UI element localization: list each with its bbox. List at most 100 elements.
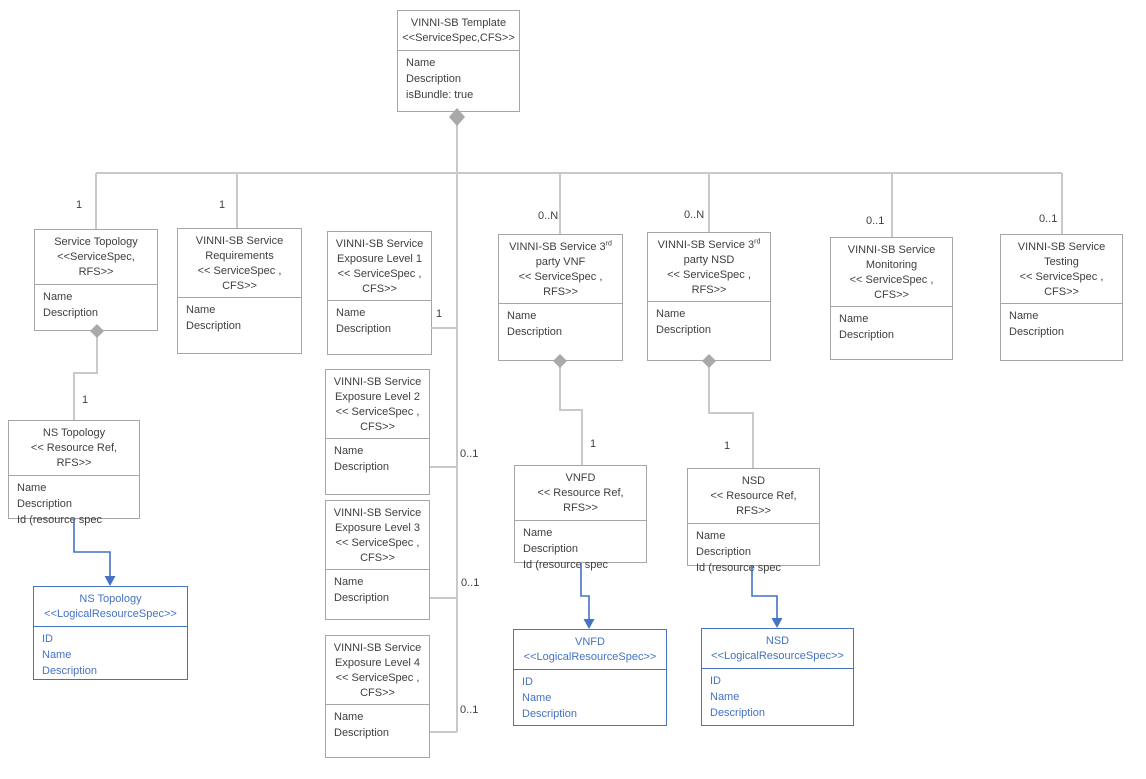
- uml-class-service-testing: VINNI-SB Service Testing << ServiceSpec …: [1000, 234, 1123, 361]
- uml-class-nsd-spec: NSD <<LogicalResourceSpec>> ID Name Desc…: [701, 628, 854, 726]
- class-stereotype: << Resource Ref, RFS>>: [30, 441, 118, 469]
- uml-class-third-party-vnf: VINNI-SB Service 3rd party VNF << Servic…: [498, 234, 623, 361]
- multiplicity-label: 1: [219, 199, 226, 211]
- class-attributes: ID Name Description: [34, 627, 187, 683]
- attribute: Description: [17, 497, 73, 510]
- arrowhead-nsspec: [104, 576, 116, 586]
- class-attributes: Name Description: [178, 298, 301, 338]
- class-attributes: Name Description: [326, 705, 429, 745]
- attribute: Description: [334, 727, 390, 740]
- class-stereotype: << Resource Ref, RFS>>: [537, 486, 624, 514]
- uml-class-service-monitoring: VINNI-SB Service Monitoring << ServiceSp…: [830, 237, 953, 360]
- attribute: Name: [336, 307, 366, 320]
- class-name: NS Topology: [42, 427, 106, 439]
- class-header: VNFD <<LogicalResourceSpec>>: [514, 630, 666, 670]
- attribute: Description: [334, 592, 390, 605]
- uml-class-ns-topology-ref: NS Topology << Resource Ref, RFS>> Name …: [8, 420, 140, 526]
- attribute: Name: [656, 308, 686, 321]
- attribute: Description: [334, 461, 390, 474]
- class-header: VINNI-SB Template <<ServiceSpec,CFS>>: [398, 11, 519, 51]
- class-header: VINNI-SB Service Testing << ServiceSpec …: [1001, 235, 1122, 305]
- attribute: isBundle: true: [406, 88, 474, 101]
- uml-class-exposure-level-3: VINNI-SB Service Exposure Level 3 << Ser…: [325, 500, 430, 620]
- attribute: Name: [406, 56, 436, 69]
- class-stereotype: << ServiceSpec , RFS>>: [667, 268, 751, 296]
- class-name: VINNI-SB Service Testing: [1017, 241, 1106, 268]
- attribute: Name: [523, 526, 553, 539]
- uml-class-vinni-sb-template: VINNI-SB Template <<ServiceSpec,CFS>> Na…: [397, 10, 520, 112]
- attribute: Name: [334, 711, 364, 724]
- class-name: Service Topology: [54, 236, 138, 248]
- attribute: Name: [839, 313, 869, 326]
- multiplicity-label: 1: [436, 308, 443, 320]
- class-stereotype: << ServiceSpec , CFS>>: [335, 671, 420, 699]
- class-name: VINNI-SB Service Exposure Level 2: [333, 376, 422, 403]
- class-stereotype: << ServiceSpec , CFS>>: [849, 273, 934, 301]
- uml-class-vnfd-spec: VNFD <<LogicalResourceSpec>> ID Name Des…: [513, 629, 667, 726]
- class-name: VINNI-SB Service 3rd party VNF: [509, 240, 612, 268]
- blue-arrowheads: [104, 576, 783, 629]
- class-attributes: Name Description Id (resource spec: [688, 524, 819, 580]
- class-name: NSD: [765, 635, 790, 647]
- class-attributes: Name Description Id (resource spec: [9, 476, 139, 532]
- attribute: Description: [523, 542, 579, 555]
- uml-class-service-requirements: VINNI-SB Service Requirements << Service…: [177, 228, 302, 354]
- attribute: Name: [1009, 310, 1039, 323]
- class-name: VNFD: [575, 636, 605, 648]
- class-header: VINNI-SB Service Monitoring << ServiceSp…: [831, 238, 952, 308]
- attribute: Description: [522, 707, 578, 720]
- uml-class-nsd-ref: NSD << Resource Ref, RFS>> Name Descript…: [687, 468, 820, 574]
- attribute: Description: [186, 320, 242, 333]
- class-name: VINNI-SB Service Requirements: [195, 235, 284, 262]
- multiplicity-label: 1: [82, 394, 89, 406]
- multiplicity-label: 0..N: [538, 210, 559, 222]
- class-attributes: Name Description: [831, 307, 952, 347]
- class-header: VINNI-SB Service 3rd party VNF << Servic…: [499, 235, 622, 305]
- class-attributes: Name Description: [499, 304, 622, 344]
- class-attributes: Name Description: [326, 439, 429, 479]
- class-attributes: Name Description: [35, 285, 157, 325]
- attribute: Name: [186, 304, 216, 317]
- attribute: Description: [336, 323, 392, 336]
- class-stereotype: <<LogicalResourceSpec>>: [44, 607, 177, 620]
- class-stereotype: <<ServiceSpec, RFS>>: [57, 250, 135, 278]
- uml-class-ns-topology-spec: NS Topology <<LogicalResourceSpec>> ID N…: [33, 586, 188, 680]
- attribute: Name: [507, 310, 537, 323]
- uml-class-exposure-level-2: VINNI-SB Service Exposure Level 2 << Ser…: [325, 369, 430, 495]
- class-attributes: Name Description: [1001, 304, 1122, 344]
- class-name: NS Topology: [79, 593, 142, 605]
- class-header: VINNI-SB Service Exposure Level 2 << Ser…: [326, 370, 429, 440]
- multiplicity-label: 0..1: [1039, 213, 1058, 225]
- attribute: Name: [42, 648, 72, 661]
- class-header: NSD << Resource Ref, RFS>>: [688, 469, 819, 524]
- class-stereotype: <<LogicalResourceSpec>>: [711, 649, 844, 662]
- attribute: Name: [17, 481, 47, 494]
- class-stereotype: << Resource Ref, RFS>>: [710, 489, 797, 517]
- class-header: VINNI-SB Service Exposure Level 4 << Ser…: [326, 636, 429, 706]
- class-name: VINNI-SB Service 3rd party NSD: [657, 238, 761, 266]
- class-header: VINNI-SB Service Exposure Level 1 << Ser…: [328, 232, 431, 302]
- class-attributes: Name Description isBundle: true: [398, 51, 519, 107]
- attribute: Description: [710, 706, 766, 719]
- class-name: VINNI-SB Service Exposure Level 3: [333, 507, 422, 534]
- class-header: VNFD << Resource Ref, RFS>>: [515, 466, 646, 521]
- attribute: Description: [507, 326, 563, 339]
- class-header: Service Topology <<ServiceSpec, RFS>>: [35, 230, 157, 285]
- edge-topology-to-nsref: [73, 336, 98, 420]
- class-attributes: ID Name Description: [702, 669, 853, 725]
- multiplicity-label: 1: [76, 199, 83, 211]
- attribute: ID: [42, 632, 53, 645]
- uml-class-third-party-nsd: VINNI-SB Service 3rd party NSD << Servic…: [647, 232, 771, 361]
- class-stereotype: << ServiceSpec , CFS>>: [335, 405, 420, 433]
- class-header: VINNI-SB Service Exposure Level 3 << Ser…: [326, 501, 429, 571]
- class-attributes: Name Description: [326, 570, 429, 610]
- uml-class-vnfd-ref: VNFD << Resource Ref, RFS>> Name Descrip…: [514, 465, 647, 571]
- attribute: Name: [43, 290, 73, 303]
- attribute: Description: [656, 324, 712, 337]
- attribute: Id (resource spec: [696, 561, 781, 574]
- attribute: Name: [334, 445, 364, 458]
- class-attributes: Name Description: [328, 301, 431, 341]
- class-header: NS Topology <<LogicalResourceSpec>>: [34, 587, 187, 627]
- class-stereotype: << ServiceSpec , CFS>>: [337, 267, 422, 295]
- uml-class-service-topology: Service Topology <<ServiceSpec, RFS>> Na…: [34, 229, 158, 331]
